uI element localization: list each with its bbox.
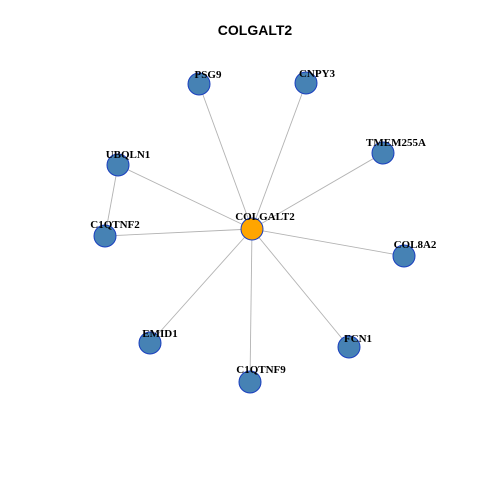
node-label-c1qtnf9: C1QTNF9 bbox=[236, 364, 286, 376]
node-fcn1 bbox=[337, 335, 361, 359]
node-label-cnpy3: CNPY3 bbox=[299, 68, 336, 80]
node-label-c1qtnf2: C1QTNF2 bbox=[90, 219, 140, 231]
edge-colgalt2-ubqln1 bbox=[117, 164, 253, 230]
node-label-colgalt2: COLGALT2 bbox=[235, 211, 295, 223]
edge-colgalt2-cnpy3 bbox=[251, 82, 307, 230]
node-label-ubqln1: UBQLN1 bbox=[106, 149, 151, 161]
node-ubqln1 bbox=[106, 153, 130, 177]
node-label-fcn1: FCN1 bbox=[344, 333, 372, 345]
node-label-emid1: EMID1 bbox=[142, 328, 177, 340]
nodes-layer bbox=[93, 71, 416, 394]
node-c1qtnf9 bbox=[238, 370, 262, 394]
edge-colgalt2-fcn1 bbox=[251, 228, 350, 348]
edge-colgalt2-psg9 bbox=[198, 83, 253, 230]
node-col8a2 bbox=[392, 244, 416, 268]
node-tmem255a bbox=[371, 141, 395, 165]
node-label-col8a2: COL8A2 bbox=[394, 239, 437, 251]
node-label-tmem255a: TMEM255A bbox=[366, 137, 426, 149]
diagram-title: COLGALT2 bbox=[218, 22, 293, 38]
node-cnpy3 bbox=[294, 71, 318, 95]
edge-ubqln1-c1qtnf2 bbox=[104, 164, 119, 237]
node-psg9 bbox=[187, 72, 211, 96]
node-colgalt2 bbox=[240, 217, 264, 241]
node-label-psg9: PSG9 bbox=[195, 69, 222, 81]
edge-colgalt2-emid1 bbox=[149, 228, 253, 344]
node-emid1 bbox=[138, 331, 162, 355]
edge-colgalt2-c1qtnf2 bbox=[104, 228, 253, 237]
edge-colgalt2-col8a2 bbox=[251, 228, 405, 257]
node-c1qtnf2 bbox=[93, 224, 117, 248]
edge-colgalt2-c1qtnf9 bbox=[249, 228, 253, 383]
edges-layer bbox=[104, 82, 405, 383]
edge-colgalt2-tmem255a bbox=[251, 152, 384, 230]
